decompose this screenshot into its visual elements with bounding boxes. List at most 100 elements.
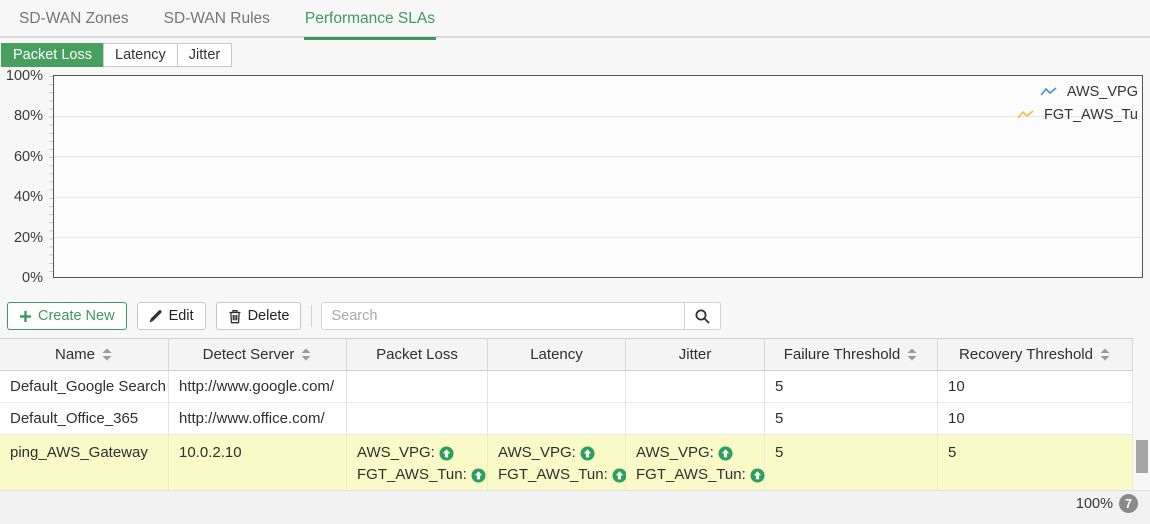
- cell-packet-loss: [347, 371, 488, 403]
- pencil-icon: [149, 309, 163, 323]
- column-header-latency[interactable]: Latency: [488, 339, 626, 370]
- top-tab-bar: SD-WAN Zones SD-WAN Rules Performance SL…: [0, 0, 1150, 40]
- table-header-row: Name Detect Server Packet Loss Latency J…: [0, 338, 1133, 371]
- member-line: FGT_AWS_Tun:: [636, 465, 765, 485]
- toggle-jitter[interactable]: Jitter: [176, 43, 233, 67]
- zoom-level: 100%: [1075, 495, 1113, 512]
- row-count-badge[interactable]: 7: [1119, 494, 1138, 513]
- header-label: Name: [54, 346, 95, 363]
- header-label: Failure Threshold: [783, 346, 901, 363]
- header-label: Packet Loss: [376, 346, 458, 363]
- arrow-up-circle-icon: [471, 468, 486, 483]
- search-box: [321, 302, 722, 330]
- y-tick-40: 40%: [13, 189, 43, 205]
- gridline-80: [54, 116, 1142, 118]
- member-line: FGT_AWS_Tun:: [357, 465, 487, 485]
- cell-failure-threshold: 5: [765, 435, 938, 491]
- gridline-40: [54, 196, 1142, 198]
- cell-jitter: [626, 403, 765, 435]
- legend-item-aws-vpg: AWS_VPG: [1017, 84, 1138, 100]
- sla-table: Name Detect Server Packet Loss Latency J…: [0, 338, 1133, 491]
- y-tick-20: 20%: [13, 230, 43, 246]
- status-bar: 100% 7: [0, 490, 1150, 524]
- search-input[interactable]: [321, 302, 686, 330]
- line-sample-yellow-icon: [1017, 109, 1035, 121]
- trash-icon: [228, 309, 242, 324]
- y-axis-minor-ticks: [49, 76, 53, 277]
- table-row-selected[interactable]: ping_AWS_Gateway 10.0.2.10 AWS_VPG: FGT_…: [0, 435, 1133, 491]
- member-line: AWS_VPG:: [636, 443, 764, 463]
- arrow-up-circle-icon: [612, 468, 627, 483]
- toolbar-divider: [311, 305, 313, 327]
- toggle-latency[interactable]: Latency: [103, 43, 178, 67]
- create-new-label: Create New: [38, 308, 115, 324]
- tab-sdwan-zones[interactable]: SD-WAN Zones: [19, 10, 129, 27]
- arrow-up-circle-icon: [580, 446, 595, 461]
- legend-item-fgt-aws-tu: FGT_AWS_Tu: [1017, 107, 1138, 123]
- member-line: AWS_VPG:: [498, 443, 625, 463]
- search-icon: [694, 308, 711, 325]
- sort-icon: [1099, 348, 1111, 361]
- tab-sdwan-rules[interactable]: SD-WAN Rules: [163, 10, 270, 27]
- toggle-packet-loss[interactable]: Packet Loss: [1, 43, 104, 67]
- cell-detect-server: 10.0.2.10: [169, 435, 347, 491]
- cell-latency: [488, 371, 626, 403]
- cell-failure-threshold: 5: [765, 371, 938, 403]
- y-tick-100: 100%: [5, 68, 43, 84]
- member-line: FGT_AWS_Tun:: [498, 465, 627, 485]
- cell-name: ping_AWS_Gateway: [0, 435, 169, 491]
- cell-detect-server: http://www.office.com/: [169, 403, 347, 435]
- chart-plot-area: AWS_VPG FGT_AWS_Tu: [49, 75, 1143, 278]
- cell-jitter: [626, 371, 765, 403]
- cell-jitter: AWS_VPG: FGT_AWS_Tun:: [626, 435, 765, 491]
- vertical-scrollbar[interactable]: [1136, 440, 1148, 473]
- member-label: AWS_VPG:: [636, 444, 714, 461]
- arrow-up-circle-icon: [718, 446, 733, 461]
- delete-label: Delete: [247, 308, 290, 324]
- chart-legend: AWS_VPG FGT_AWS_Tu: [1017, 84, 1138, 123]
- legend-label: AWS_VPG: [1066, 84, 1138, 100]
- column-header-jitter[interactable]: Jitter: [626, 339, 765, 370]
- member-label: AWS_VPG:: [357, 444, 435, 461]
- cell-recovery-threshold: 10: [938, 371, 1133, 403]
- column-header-packet-loss[interactable]: Packet Loss: [347, 339, 488, 370]
- column-header-failure-threshold[interactable]: Failure Threshold: [765, 339, 938, 370]
- delete-button[interactable]: Delete: [215, 302, 302, 330]
- member-label: FGT_AWS_Tun:: [498, 466, 608, 483]
- gridline-60: [54, 156, 1142, 158]
- header-label: Latency: [530, 346, 583, 363]
- header-label: Recovery Threshold: [959, 346, 1093, 363]
- sort-icon: [300, 348, 312, 361]
- search-button[interactable]: [685, 302, 722, 330]
- edit-button[interactable]: Edit: [136, 302, 206, 330]
- plus-icon: [19, 310, 32, 323]
- legend-label: FGT_AWS_Tu: [1044, 107, 1138, 123]
- column-header-recovery-threshold[interactable]: Recovery Threshold: [938, 339, 1133, 370]
- tab-performance-slas[interactable]: Performance SLAs: [303, 0, 437, 40]
- create-new-button[interactable]: Create New: [7, 302, 127, 330]
- chart-y-axis: 100% 80% 60% 40% 20% 0%: [0, 68, 48, 286]
- packet-loss-chart: 100% 80% 60% 40% 20% 0% AWS_VPG: [0, 68, 1143, 286]
- y-tick-0: 0%: [22, 270, 43, 286]
- cell-detect-server: http://www.google.com/: [169, 371, 347, 403]
- sort-icon: [101, 348, 113, 361]
- cell-name: Default_Google Search: [0, 371, 169, 403]
- table-row[interactable]: Default_Office_365 http://www.office.com…: [0, 403, 1133, 435]
- cell-latency: AWS_VPG: FGT_AWS_Tun:: [488, 435, 627, 491]
- cell-name: Default_Office_365: [0, 403, 169, 435]
- cell-packet-loss: [347, 403, 488, 435]
- table-row[interactable]: Default_Google Search http://www.google.…: [0, 371, 1133, 403]
- table-toolbar: Create New Edit Delete: [7, 302, 722, 330]
- cell-packet-loss: AWS_VPG: FGT_AWS_Tun:: [347, 435, 488, 491]
- cell-recovery-threshold: 10: [938, 403, 1133, 435]
- column-header-name[interactable]: Name: [0, 339, 169, 370]
- member-label: FGT_AWS_Tun:: [636, 466, 746, 483]
- column-header-detect-server[interactable]: Detect Server: [169, 339, 347, 370]
- member-label: AWS_VPG:: [498, 444, 576, 461]
- y-tick-60: 60%: [13, 149, 43, 165]
- sort-icon: [906, 348, 918, 361]
- gridline-20: [54, 236, 1142, 238]
- cell-recovery-threshold: 5: [938, 435, 1133, 491]
- metric-toggle-group: Packet Loss Latency Jitter: [1, 43, 233, 67]
- arrow-up-circle-icon: [439, 446, 454, 461]
